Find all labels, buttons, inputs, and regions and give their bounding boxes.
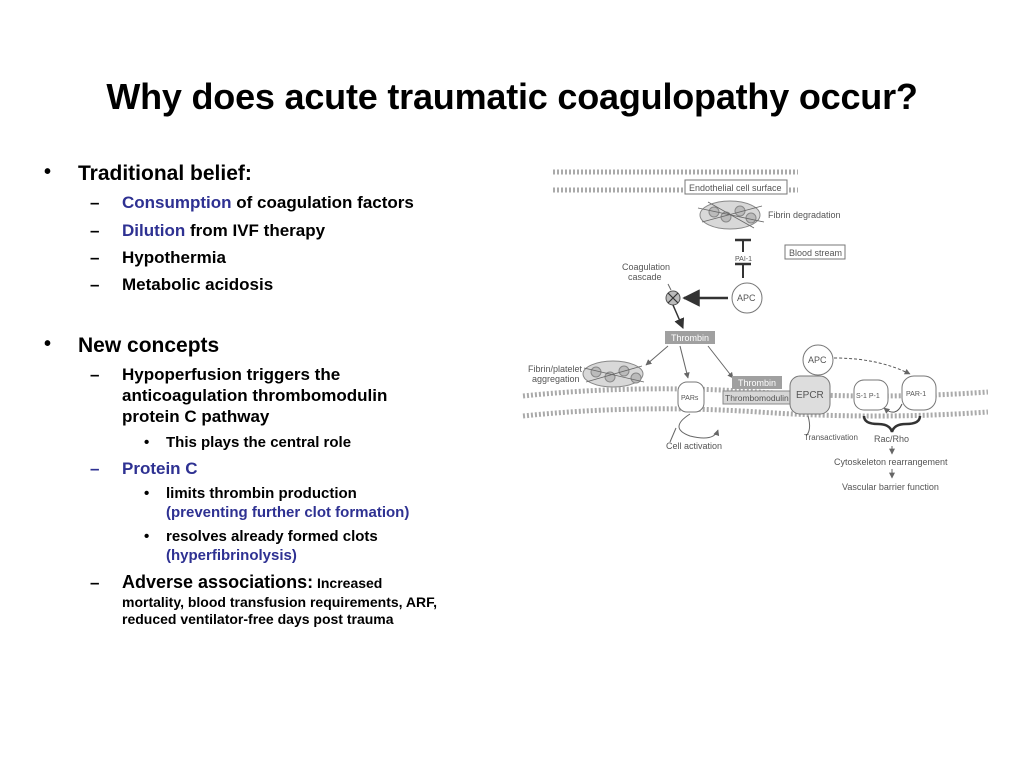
adverse-line: mortality, blood transfusion requirement… — [122, 594, 438, 610]
pai1-inhibit-bottom — [735, 262, 751, 278]
pai1-inhibit-top — [735, 238, 751, 252]
coagulation-pathway-diagram: Endothelial cell surface Fibrin degradat… — [522, 169, 988, 492]
apc-right-label: APC — [808, 355, 827, 365]
epcr-label: EPCR — [796, 390, 824, 401]
fibrin-platelet-label: aggregation — [532, 374, 580, 384]
sub-bullet-text: Hypothermia — [122, 248, 226, 267]
sub-sub-bullet-detail: (hyperfibrinolysis) — [166, 547, 297, 564]
fibrin-clot-icon — [697, 200, 765, 230]
apc-top-label: APC — [737, 293, 756, 303]
cytoskeleton-label: Cytoskeleton rearrangement — [834, 457, 948, 467]
bullet-marker: • — [144, 485, 150, 502]
apc-to-par1-arrow — [833, 357, 911, 375]
cascade-to-thrombin-arrow — [672, 304, 685, 329]
bullet-marker: • — [144, 434, 150, 451]
blood-stream-label-box — [784, 244, 846, 260]
sub-bullet-hypoperfusion: – Hypoperfusion triggers the anticoagula… — [90, 364, 388, 427]
sub-bullet-hypothermia: – Hypothermia — [90, 247, 226, 268]
sub-sub-bullet-text: limits thrombin production — [166, 485, 357, 502]
endothelial-label: Endothelial cell surface — [689, 183, 782, 193]
dash-marker: – — [90, 193, 100, 212]
s1p1-label: S-1 P-1 — [856, 393, 880, 400]
thrombin-box — [665, 331, 715, 344]
sub-bullet-consumption: – Consumption of coagulation factors — [90, 192, 414, 213]
thrombin-to-thrombomodulin-arrow — [707, 345, 734, 379]
sub-bullet-text: from IVF therapy — [185, 221, 326, 240]
highlight-term: Protein C — [122, 459, 198, 478]
sub-sub-bullet-limits-thrombin: • limits thrombin production (preventing… — [144, 484, 410, 522]
bullet-marker: • — [144, 528, 150, 545]
platelet-aggregate-icon — [582, 360, 645, 388]
pai1-label: PAI-1 — [735, 256, 752, 263]
pars-to-activation-arrow — [678, 413, 720, 439]
cell-activation-label: Cell activation — [666, 441, 722, 451]
slide-title: Why does acute traumatic coagulopathy oc… — [106, 76, 918, 117]
sub-bullet-line: Hypoperfusion triggers the — [122, 365, 341, 384]
s1p1-receptor — [853, 379, 889, 411]
vascular-barrier-label: Vascular barrier function — [842, 482, 939, 492]
adverse-line: reduced ventilator-free days post trauma — [122, 611, 394, 627]
bullet-heading: New concepts — [78, 334, 220, 357]
sub-sub-bullet-text: resolves already formed clots — [166, 528, 378, 545]
bullet-marker: • — [44, 333, 52, 355]
transactivation-pointer — [805, 415, 811, 437]
dash-marker: – — [90, 221, 100, 240]
thrombomodulin-label: Thrombomodulin — [725, 393, 789, 403]
sub-bullet-line: anticoagulation thrombomodulin — [122, 386, 388, 405]
sub-bullet-dilution: – Dilution from IVF therapy — [90, 220, 326, 241]
fibrin-platelet-label: Fibrin/platelet — [528, 364, 583, 374]
bullet-new-concepts: • New concepts — [44, 333, 220, 358]
rac-rho-label: Rac/Rho — [874, 434, 909, 444]
par1-label: PAR-1 — [906, 391, 926, 398]
coagulation-label: Coagulation — [622, 262, 670, 272]
thrombin-to-pars-arrow — [679, 345, 690, 379]
sub-sub-bullet-detail: (preventing further clot formation) — [166, 504, 410, 521]
sub-bullet-text: of coagulation factors — [231, 193, 414, 212]
thrombin-bound-label: Thrombin — [738, 378, 776, 388]
highlight-term: Consumption — [122, 193, 232, 212]
bullet-heading: Traditional belief: — [78, 162, 252, 185]
sub-bullet-text: Metabolic acidosis — [122, 275, 274, 294]
dash-marker: – — [90, 573, 100, 592]
dash-marker: – — [90, 459, 100, 478]
par1-receptor — [901, 375, 937, 411]
endothelial-label-box — [684, 179, 788, 195]
transactivation-label: Transactivation — [804, 433, 858, 442]
apc-top-circle — [731, 282, 763, 314]
pars-label: PARs — [681, 395, 699, 402]
sub-bullet-acidosis: – Metabolic acidosis — [90, 274, 274, 295]
sub-bullet-adverse: – Adverse associations: Increased mortal… — [90, 572, 438, 628]
thrombin-bound-box — [732, 376, 782, 389]
bullet-traditional-belief: • Traditional belief: — [44, 161, 252, 186]
transactivation-arrow — [883, 403, 903, 414]
highlight-term: Dilution — [122, 221, 186, 240]
dash-marker: – — [90, 365, 100, 384]
dash-marker: – — [90, 248, 100, 267]
dash-marker: – — [90, 275, 100, 294]
sub-sub-bullet-resolves-clots: • resolves already formed clots (hyperfi… — [144, 527, 378, 565]
sub-bullet-line: protein C pathway — [122, 407, 270, 426]
activation-pointer — [669, 427, 677, 443]
fibrin-degradation-label: Fibrin degradation — [768, 210, 841, 220]
thrombin-label: Thrombin — [671, 333, 709, 343]
sub-bullet-protein-c: – Protein C — [90, 458, 198, 479]
apc-right-circle — [802, 344, 834, 376]
bottom-membrane — [522, 386, 988, 419]
bullet-marker: • — [44, 161, 52, 183]
coagulation-label: cascade — [628, 272, 662, 282]
blocked-x-icon — [667, 292, 679, 304]
adverse-inline: Increased — [313, 575, 383, 591]
sub-sub-bullet-central-role: • This plays the central role — [144, 433, 352, 452]
adverse-label: Adverse associations: — [122, 572, 314, 592]
brace-icon — [862, 415, 922, 433]
thrombin-to-aggregation-arrow — [645, 345, 669, 366]
coag-pointer — [667, 283, 672, 291]
epcr-receptor — [789, 375, 831, 415]
sub-sub-bullet-text: This plays the central role — [166, 434, 352, 451]
pars-receptor — [677, 381, 705, 413]
blood-stream-label: Blood stream — [789, 248, 842, 258]
